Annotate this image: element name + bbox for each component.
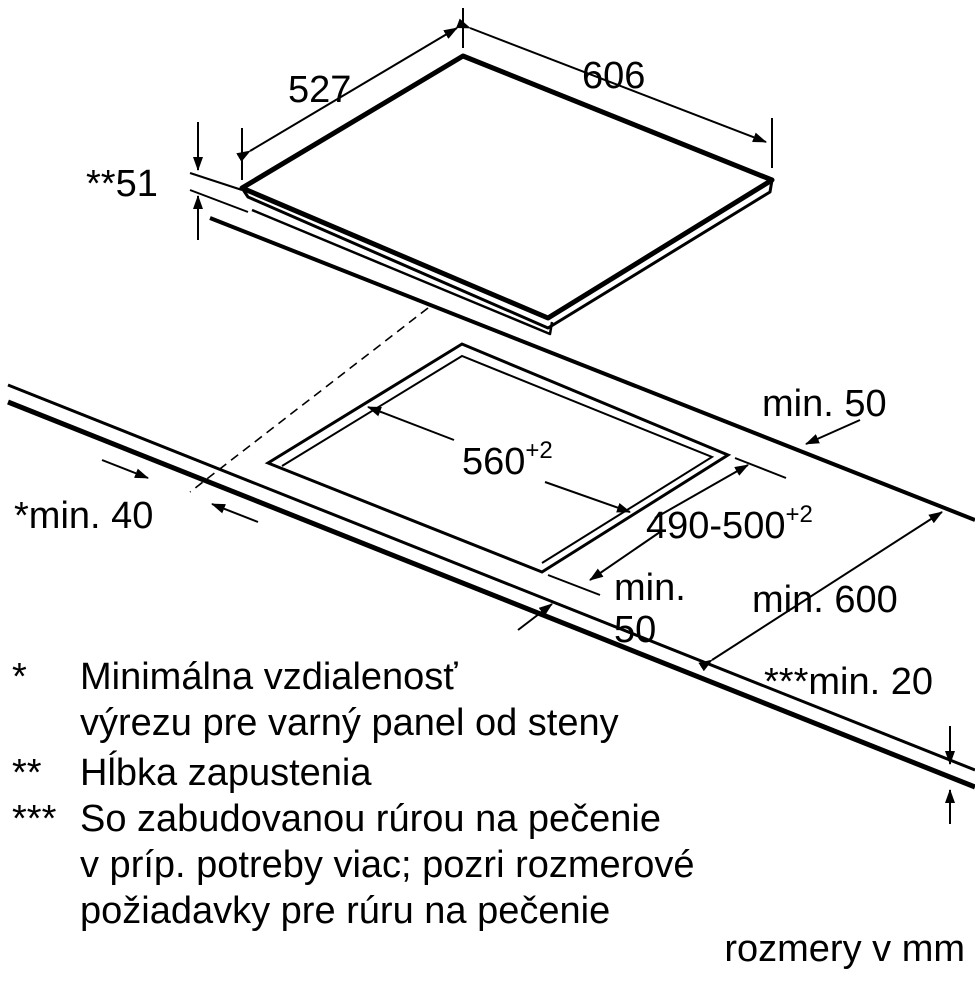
label-front-clearance-line2: 50 [614,609,656,651]
cutout-outer [264,342,732,574]
footnote-text-line: Hĺbka zapustenia [80,752,372,794]
dim-side-clearance [101,459,259,523]
hob-edge [240,179,774,330]
label-hob-width: 606 [582,55,645,97]
worktop-front-top-edge [7,383,975,772]
dim-worktop-depth [698,511,943,672]
footnote-mark: * [12,656,27,698]
label-rear-clearance: min. 50 [762,383,887,425]
footnote-mark: ** [12,752,42,794]
label-cutout-depth: 490-500+2 [646,501,813,547]
dim-hob-depth [236,8,464,180]
projection-dashed-line [189,307,429,493]
footnote-mark: *** [12,798,57,840]
footnote-text-line: Minimálna vzdialenosť [80,656,458,698]
label-front-clearance-line1: min. [614,567,686,609]
footnote-text-line: požiadavky pre rúru na pečenie [80,890,611,932]
label-hob-depth: 527 [288,69,351,111]
units-note: rozmery v mm [724,928,965,970]
label-worktop-thickness: ***min. 20 [764,661,933,703]
dim-cutout-depth [547,457,787,596]
dim-rear-clearance-arrow [805,419,861,445]
label-side-clearance: *min. 40 [14,495,153,537]
dim-cutout-width [367,406,631,513]
footnote-text-line: So zabudovanou rúrou na pečenie [80,798,662,840]
footnote-text-line: v príp. potreby viac; pozri rozmerové [80,844,695,886]
footnotes: * Minimálna vzdialenosť výrezu pre varný… [12,654,732,934]
label-installation-depth: **51 [86,163,158,205]
worktop [7,383,975,790]
label-cutout-depth-value: 490-500 [646,505,785,547]
label-cutout-width: 560+2 [462,437,553,483]
hob-recess-body [251,208,554,336]
label-cutout-width-value: 560 [462,441,525,483]
label-cutout-width-tolerance: +2 [525,437,552,464]
label-cutout-depth-tolerance: +2 [785,501,812,528]
dim-hob-width [456,18,773,168]
worktop-back-edge [209,216,975,522]
footnote-text-line: výrezu pre varný panel od steny [80,702,619,744]
dim-front-clearance-arrow [517,603,553,631]
worktop-front-bottom-edge [7,399,975,790]
dim-installation-depth [189,122,249,240]
label-worktop-depth: min. 600 [752,579,898,621]
